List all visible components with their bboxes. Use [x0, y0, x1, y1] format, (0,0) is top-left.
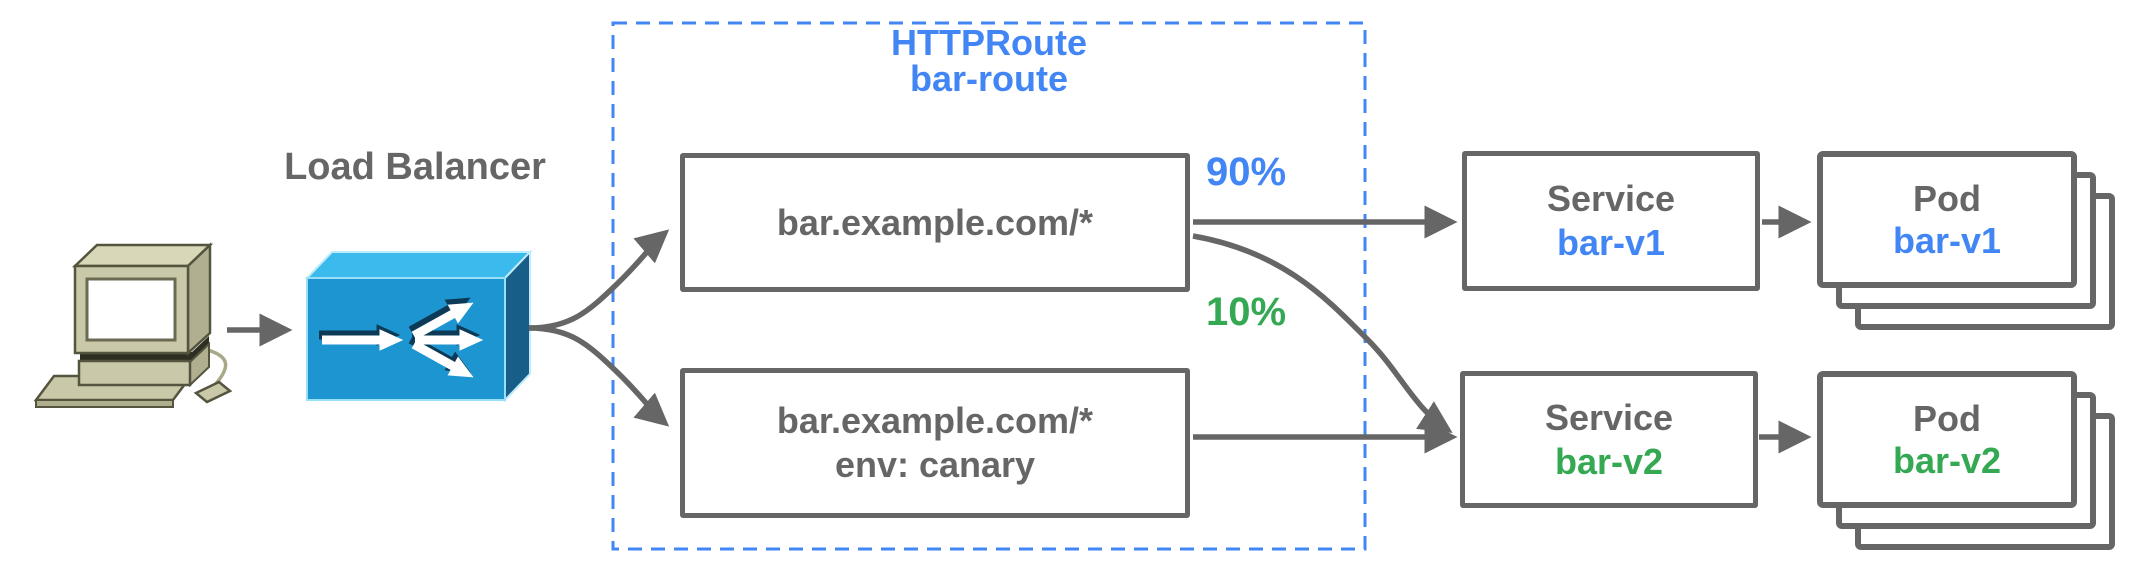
pod-bar-v1-kind: Pod — [1913, 177, 1981, 219]
pod-bar-v1-name: bar-v1 — [1892, 219, 2002, 261]
route-rule-2-box: bar.example.com/* env: canary — [680, 368, 1190, 518]
load-balancer-label: Load Balancer — [284, 146, 546, 188]
httproute-name-label: bar-route — [909, 58, 1068, 99]
httproute-boundary — [611, 21, 1367, 551]
service-bar-v1-kind: Service — [1546, 178, 1676, 219]
pod-bar-v2-kind: Pod — [1913, 397, 1981, 439]
httproute-kind-label: HTTPRoute — [891, 22, 1087, 63]
service-bar-v2-box: Service bar-v2 — [1460, 371, 1758, 508]
route-rule-1-box: bar.example.com/* — [680, 153, 1190, 292]
lb-fanout-arrows — [322, 302, 484, 378]
route-rule-1-match: bar.example.com/* — [776, 201, 1094, 243]
arrow-route1-to-service-v2 — [1192, 233, 1453, 433]
service-bar-v1-box: Service bar-v1 — [1462, 151, 1760, 291]
weight-10-label: 10% — [1206, 290, 1287, 334]
service-bar-v1-name: bar-v1 — [1556, 222, 1666, 263]
pod-bar-v2-name: bar-v2 — [1892, 439, 2002, 481]
pod-bar-v1-box: Pod bar-v1 — [1817, 151, 2077, 288]
desktop-computer-icon — [33, 242, 233, 408]
service-bar-v2-kind: Service — [1544, 396, 1674, 438]
arrow-lb-to-route-1 — [528, 229, 670, 331]
route-rule-2-match: bar.example.com/* — [776, 400, 1094, 441]
load-balancer-icon — [304, 249, 533, 403]
service-bar-v2-name: bar-v2 — [1554, 440, 1664, 482]
route-rule-2-header: env: canary — [834, 444, 1036, 485]
pod-bar-v2-box: Pod bar-v2 — [1817, 371, 2077, 508]
arrow-lb-to-route-2 — [528, 325, 670, 427]
weight-90-label: 90% — [1206, 150, 1287, 194]
